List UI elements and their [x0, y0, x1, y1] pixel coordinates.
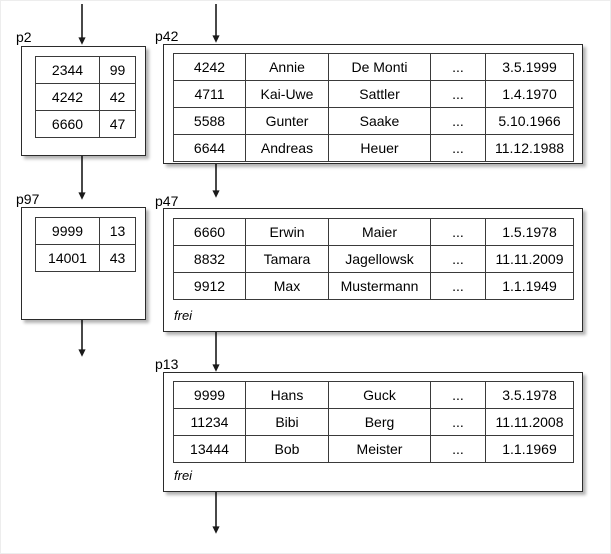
- cell-date: 5.10.1966: [485, 107, 574, 135]
- table-row[interactable]: 13444 Bob Meister ... 1.1.1969: [173, 435, 574, 463]
- cell-ellipsis: ...: [430, 80, 486, 108]
- table-row[interactable]: 9999 Hans Guck ... 3.5.1978: [173, 381, 574, 409]
- table-row[interactable]: 6660 47: [35, 110, 136, 138]
- cell-ellipsis: ...: [430, 53, 486, 81]
- cell-date: 1.4.1970: [485, 80, 574, 108]
- cell-date: 3.5.1978: [485, 381, 574, 409]
- cell-date: 11.12.1988: [485, 134, 574, 162]
- table-row[interactable]: 6660 Erwin Maier ... 1.5.1978: [173, 218, 574, 246]
- cell-last-name: De Monti: [328, 53, 431, 81]
- index-table-p2: 2344 99 4242 42 6660 47: [35, 56, 136, 138]
- free-space-label-p47: frei: [174, 308, 193, 323]
- cell-first-name: Bibi: [245, 408, 329, 436]
- cell-id: 4711: [173, 80, 246, 108]
- cell-ellipsis: ...: [430, 107, 486, 135]
- cell-first-name: Tamara: [245, 245, 329, 273]
- table-row[interactable]: 6644 Andreas Heuer ... 11.12.1988: [173, 134, 574, 162]
- cell-id: 11234: [173, 408, 246, 436]
- cell-ellipsis: ...: [430, 435, 486, 463]
- cell-last-name: Meister: [328, 435, 431, 463]
- cell-id: 6644: [173, 134, 246, 162]
- index-key: 2344: [35, 56, 100, 84]
- index-table-p97: 9999 13 14001 43: [35, 217, 136, 272]
- cell-last-name: Mustermann: [328, 272, 431, 300]
- cell-first-name: Erwin: [245, 218, 329, 246]
- table-row[interactable]: 4711 Kai-Uwe Sattler ... 1.4.1970: [173, 80, 574, 108]
- table-row[interactable]: 4242 Annie De Monti ... 3.5.1999: [173, 53, 574, 81]
- page-label-p2: p2: [16, 29, 32, 45]
- cell-ellipsis: ...: [430, 408, 486, 436]
- free-space-label-p13: frei: [174, 468, 193, 483]
- page-label-p47: p47: [155, 193, 179, 209]
- table-row[interactable]: 9912 Max Mustermann ... 1.1.1949: [173, 272, 574, 300]
- index-pointer: 13: [99, 217, 136, 245]
- page-label-p97: p97: [16, 191, 40, 207]
- cell-first-name: Andreas: [245, 134, 329, 162]
- data-table-p13: 9999 Hans Guck ... 3.5.1978 11234 Bibi B…: [173, 381, 574, 463]
- cell-last-name: Jagellowsk: [328, 245, 431, 273]
- cell-last-name: Berg: [328, 408, 431, 436]
- table-row[interactable]: 9999 13: [35, 217, 136, 245]
- cell-id: 4242: [173, 53, 246, 81]
- page-label-p13: p13: [155, 356, 179, 372]
- cell-ellipsis: ...: [430, 272, 486, 300]
- cell-first-name: Max: [245, 272, 329, 300]
- cell-first-name: Hans: [245, 381, 329, 409]
- cell-first-name: Bob: [245, 435, 329, 463]
- index-key: 14001: [35, 244, 100, 272]
- data-table-p42: 4242 Annie De Monti ... 3.5.1999 4711 Ka…: [173, 53, 574, 162]
- cell-ellipsis: ...: [430, 134, 486, 162]
- index-pointer: 43: [99, 244, 136, 272]
- cell-id: 13444: [173, 435, 246, 463]
- cell-id: 5588: [173, 107, 246, 135]
- cell-id: 9999: [173, 381, 246, 409]
- index-pointer: 99: [99, 56, 136, 84]
- table-row[interactable]: 4242 42: [35, 83, 136, 111]
- cell-last-name: Saake: [328, 107, 431, 135]
- cell-date: 11.11.2009: [485, 245, 574, 273]
- cell-last-name: Guck: [328, 381, 431, 409]
- cell-date: 1.5.1978: [485, 218, 574, 246]
- cell-id: 9912: [173, 272, 246, 300]
- cell-date: 1.1.1949: [485, 272, 574, 300]
- table-row[interactable]: 11234 Bibi Berg ... 11.11.2008: [173, 408, 574, 436]
- data-table-p47: 6660 Erwin Maier ... 1.5.1978 8832 Tamar…: [173, 218, 574, 300]
- table-row[interactable]: 14001 43: [35, 244, 136, 272]
- cell-first-name: Kai-Uwe: [245, 80, 329, 108]
- cell-ellipsis: ...: [430, 381, 486, 409]
- cell-id: 8832: [173, 245, 246, 273]
- cell-ellipsis: ...: [430, 245, 486, 273]
- cell-date: 11.11.2008: [485, 408, 574, 436]
- table-row[interactable]: 5588 Gunter Saake ... 5.10.1966: [173, 107, 574, 135]
- cell-last-name: Maier: [328, 218, 431, 246]
- cell-first-name: Gunter: [245, 107, 329, 135]
- index-key: 4242: [35, 83, 100, 111]
- index-pointer: 47: [99, 110, 136, 138]
- cell-ellipsis: ...: [430, 218, 486, 246]
- cell-first-name: Annie: [245, 53, 329, 81]
- cell-last-name: Sattler: [328, 80, 431, 108]
- cell-date: 3.5.1999: [485, 53, 574, 81]
- cell-date: 1.1.1969: [485, 435, 574, 463]
- table-row[interactable]: 8832 Tamara Jagellowsk ... 11.11.2009: [173, 245, 574, 273]
- index-key: 9999: [35, 217, 100, 245]
- table-row[interactable]: 2344 99: [35, 56, 136, 84]
- page-label-p42: p42: [155, 28, 179, 44]
- index-pointer: 42: [99, 83, 136, 111]
- cell-id: 6660: [173, 218, 246, 246]
- index-key: 6660: [35, 110, 100, 138]
- cell-last-name: Heuer: [328, 134, 431, 162]
